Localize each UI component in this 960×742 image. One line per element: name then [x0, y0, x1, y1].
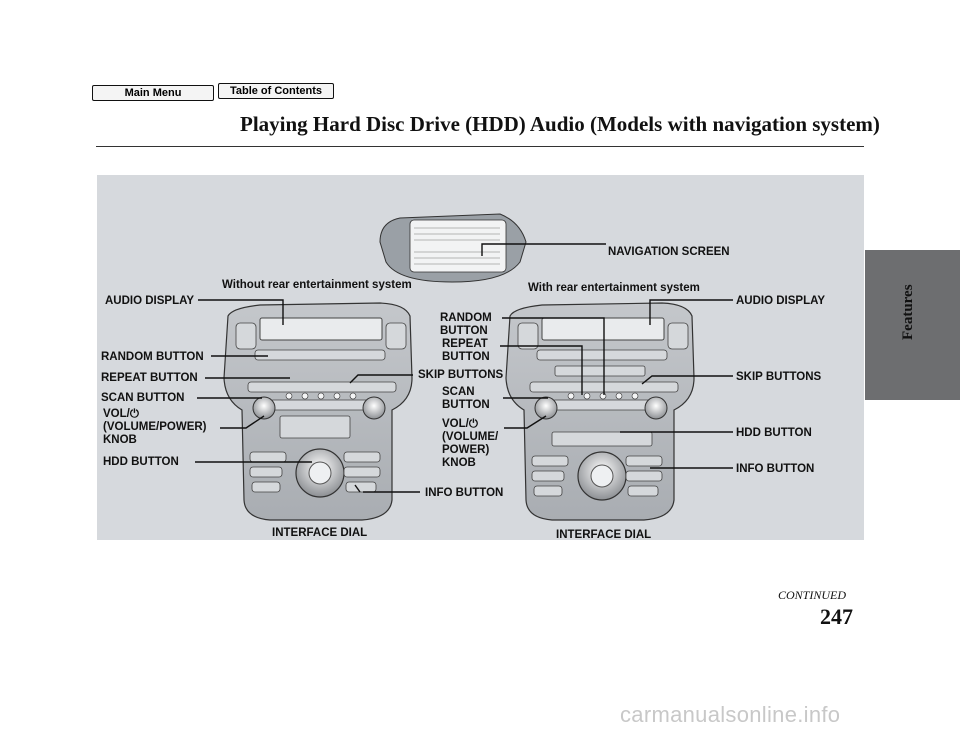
right-interface-dial-label: INTERFACE DIAL	[556, 529, 652, 541]
left-info-button-label: INFO BUTTON	[425, 487, 504, 499]
page-title: Playing Hard Disc Drive (HDD) Audio (Mod…	[240, 112, 880, 136]
right-volume-knob-label: VOL/⏻ (VOLUME/ POWER) KNOB	[442, 418, 499, 469]
right-info-button-label: INFO BUTTON	[736, 463, 815, 475]
continued-label: CONTINUED	[778, 588, 847, 602]
left-volume-knob-label: VOL/⏻ (VOLUME/POWER) KNOB	[103, 408, 207, 446]
right-skip-buttons-label: SKIP BUTTONS	[736, 371, 822, 383]
right-caption: With rear entertainment system	[528, 282, 700, 294]
left-head-unit	[223, 302, 413, 521]
right-audio-display-label: AUDIO DISPLAY	[736, 295, 826, 307]
left-interface-dial-label: INTERFACE DIAL	[272, 527, 368, 539]
left-skip-buttons-label: SKIP BUTTONS	[418, 369, 504, 381]
leader-lines	[195, 243, 733, 493]
section-tab	[865, 250, 960, 400]
left-audio-display-label: AUDIO DISPLAY	[105, 295, 195, 307]
right-random-button-label: RANDOM BUTTON	[440, 312, 492, 337]
left-random-button-label: RANDOM BUTTON	[101, 351, 204, 363]
page-number: 247	[820, 604, 853, 629]
right-head-unit	[505, 302, 695, 521]
right-repeat-button-label: REPEAT BUTTON	[442, 338, 490, 363]
right-hdd-button-label: HDD BUTTON	[736, 427, 812, 439]
watermark: carmanualsonline.info	[620, 702, 841, 727]
main-menu-button[interactable]: Main Menu	[92, 85, 214, 101]
left-repeat-button-label: REPEAT BUTTON	[101, 372, 198, 384]
title-rule	[96, 146, 864, 147]
left-caption: Without rear entertainment system	[222, 279, 412, 291]
navigation-screen-label: NAVIGATION SCREEN	[608, 246, 730, 258]
left-scan-button-label: SCAN BUTTON	[101, 392, 185, 404]
left-hdd-button-label: HDD BUTTON	[103, 456, 179, 468]
right-scan-button-label: SCAN BUTTON	[442, 386, 490, 411]
table-of-contents-button[interactable]: Table of Contents	[218, 83, 334, 99]
navigation-screen-graphic	[379, 213, 527, 283]
